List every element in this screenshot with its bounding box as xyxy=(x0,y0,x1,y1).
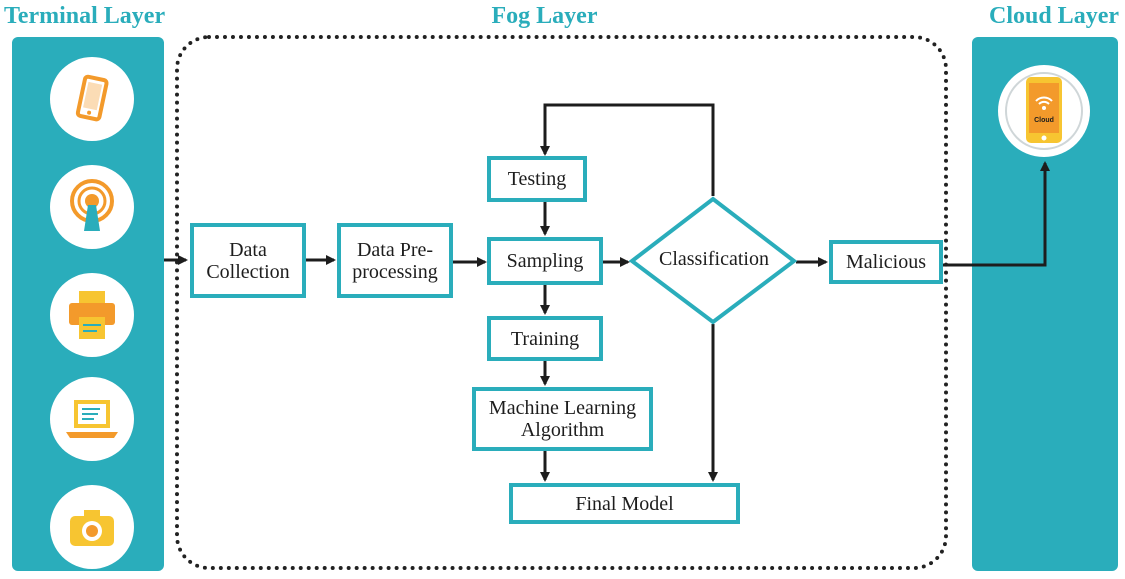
final-model-box: Final Model xyxy=(509,483,740,524)
sampling-label: Sampling xyxy=(506,250,584,272)
testing-box: Testing xyxy=(487,156,587,202)
sampling-box: Sampling xyxy=(487,237,603,285)
malicious-label: Malicious xyxy=(846,251,926,273)
antenna-icon xyxy=(50,165,134,249)
training-box: Training xyxy=(487,316,603,361)
malicious-box: Malicious xyxy=(829,240,943,284)
testing-label: Testing xyxy=(507,168,567,190)
classification-label: Classification xyxy=(659,248,769,270)
final-model-label: Final Model xyxy=(575,492,674,515)
data-collection-box: Data Collection xyxy=(190,223,306,298)
laptop-icon xyxy=(50,377,134,461)
printer-icon xyxy=(50,273,134,357)
arrow-classification-feedback xyxy=(540,103,715,196)
classification-diamond xyxy=(628,196,798,325)
data-preprocessing-label: Data Pre- processing xyxy=(352,238,438,283)
fog-layer-frame xyxy=(175,35,948,570)
cloud-layer-panel: Cloud xyxy=(972,37,1118,571)
cloud-layer-title: Cloud Layer xyxy=(988,3,1119,29)
fog-layer-title: Fog Layer xyxy=(491,3,598,29)
data-collection-label: Data Collection xyxy=(206,238,290,283)
arrow-malicious-to-cloud xyxy=(943,161,1050,267)
camera-icon xyxy=(50,485,134,569)
ml-algorithm-label: Machine Learning Algorithm xyxy=(488,397,637,441)
terminal-layer-title: Terminal Layer xyxy=(4,3,166,29)
tablet-icon xyxy=(50,57,134,141)
cloud-device-icon: Cloud xyxy=(998,65,1090,157)
training-label: Training xyxy=(510,327,580,350)
cloud-label: Cloud xyxy=(1034,117,1054,124)
ml-algorithm-box: Machine Learning Algorithm xyxy=(472,387,653,451)
data-preprocessing-box: Data Pre- processing xyxy=(337,223,453,298)
terminal-layer-panel xyxy=(12,37,164,571)
